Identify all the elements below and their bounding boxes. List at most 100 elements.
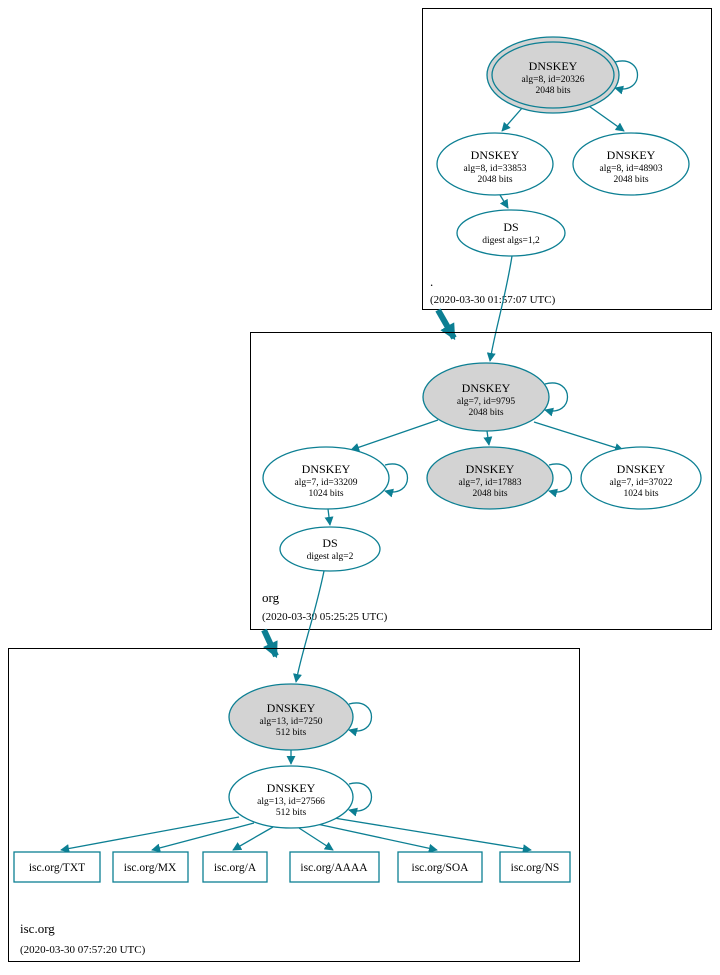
rrset-node-isc-txt: isc.org/TXT [13, 851, 101, 883]
dnskey-isc-zsk-title: DNSKEY [267, 781, 316, 795]
ds-org-detail: digest alg=2 [307, 552, 354, 562]
zone-root: DNSKEY alg=8, id=20326 2048 bits DNSKEY … [422, 8, 712, 310]
dnskey-root-ksk-detail: alg=8, id=20326 [522, 75, 585, 85]
dnskey-org-zsk2-ellipse [580, 446, 702, 510]
ds-node-org: DS digest alg=2 [279, 526, 381, 572]
edge-org-ksk-to-ksk2 [483, 430, 493, 446]
rrset-isc-mx-box [112, 851, 189, 883]
rrset-isc-a-label: isc.org/A [214, 862, 257, 874]
dnskey-node-org-zsk1: DNSKEY alg=7, id=33209 1024 bits [262, 446, 390, 510]
edge-root-ksk-to-zsk2 [585, 103, 625, 132]
dnskey-node-root-zsk1: DNSKEY alg=8, id=33853 2048 bits [436, 132, 554, 196]
edge-org-ds-to-isc-ksk [293, 570, 325, 683]
dnskey-org-ksk-detail: alg=7, id=9795 [457, 397, 515, 407]
dnskey-root-zsk2-bits: 2048 bits [613, 175, 648, 185]
dnskey-org-zsk1-bits: 1024 bits [308, 489, 343, 499]
dnskey-node-root-zsk2: DNSKEY alg=8, id=48903 2048 bits [572, 132, 690, 196]
dnskey-root-zsk1-ellipse [436, 132, 554, 196]
rrset-isc-soa-label: isc.org/SOA [412, 862, 470, 874]
zone-root-box [422, 8, 712, 310]
edge-org-ksk2-selfloop [548, 463, 572, 498]
zone-org: DNSKEY alg=7, id=9795 2048 bits DNSKEY a… [250, 332, 712, 630]
zone-isc-box [8, 648, 580, 962]
dnskey-root-zsk1-title: DNSKEY [471, 148, 520, 162]
rrset-isc-ns-box [499, 851, 571, 883]
edge-root-ksk-to-zsk1 [501, 106, 524, 132]
dnskey-org-zsk2-title: DNSKEY [617, 462, 666, 476]
edge-org-zsk1-to-ds [324, 508, 334, 526]
dnskey-isc-ksk-title: DNSKEY [267, 701, 316, 715]
dnskey-org-ksk-ellipse [422, 362, 550, 432]
dnskey-isc-zsk-detail: alg=13, id=27566 [257, 797, 325, 807]
edge-delegation-root-to-org [435, 308, 457, 341]
dnskey-node-isc-zsk: DNSKEY alg=13, id=27566 512 bits [228, 765, 354, 829]
dnskey-isc-ksk-detail: alg=13, id=7250 [260, 717, 323, 727]
rrset-node-isc-mx: isc.org/MX [112, 851, 189, 883]
dnskey-root-zsk1-bits: 2048 bits [477, 175, 512, 185]
rrset-isc-mx-label: isc.org/MX [124, 862, 177, 874]
zone-org-timestamp: (2020-03-30 05:25:25 UTC) [262, 611, 388, 623]
rrset-isc-a-box [202, 851, 268, 883]
zone-org-label: org [262, 590, 280, 605]
dnskey-org-zsk1-ellipse [262, 446, 390, 510]
dnskey-org-zsk1-title: DNSKEY [302, 462, 351, 476]
edge-isc-zsk-to-mx [151, 822, 255, 853]
edge-isc-ksk-selfloop [348, 702, 372, 737]
ds-node-root: DS digest algs=1,2 [456, 209, 566, 257]
rrset-isc-ns-label: isc.org/NS [511, 862, 560, 874]
dnskey-isc-zsk-ellipse [228, 765, 354, 829]
rrset-isc-soa-box [397, 851, 483, 883]
dnskey-org-zsk2-bits: 1024 bits [623, 489, 658, 499]
edge-org-ksk-selfloop [544, 382, 568, 417]
edge-delegation-org-to-isc [261, 628, 279, 659]
dnskey-org-zsk1-detail: alg=7, id=33209 [295, 478, 358, 488]
dnskey-node-isc-ksk: DNSKEY alg=13, id=7250 512 bits [228, 683, 354, 751]
zone-org-box [250, 332, 712, 630]
dnskey-root-ksk-title: DNSKEY [529, 59, 578, 73]
zone-isc-label: isc.org [20, 921, 55, 936]
ds-root-title: DS [503, 220, 518, 234]
edge-org-zsk1-selfloop [384, 463, 408, 498]
dnskey-org-ksk-title: DNSKEY [462, 381, 511, 395]
zone-isc-timestamp: (2020-03-30 07:57:20 UTC) [20, 944, 146, 956]
dnskey-org-ksk2-detail: alg=7, id=17883 [459, 478, 522, 488]
dnskey-isc-ksk-ellipse [228, 683, 354, 751]
dnskey-org-ksk2-ellipse [426, 446, 554, 510]
dnskey-root-zsk2-detail: alg=8, id=48903 [600, 164, 663, 174]
rrset-node-isc-ns: isc.org/NS [499, 851, 571, 883]
dnskey-isc-zsk-bits: 512 bits [276, 808, 307, 818]
rrset-node-isc-aaaa: isc.org/AAAA [289, 851, 380, 883]
edge-org-ksk-to-zsk2 [533, 421, 624, 452]
zone-isc: DNSKEY alg=13, id=7250 512 bits DNSKEY a… [8, 648, 580, 962]
edge-isc-zsk-selfloop [348, 782, 372, 817]
dnskey-root-ksk-inner-ellipse [491, 41, 615, 109]
dnskey-node-org-ksk2: DNSKEY alg=7, id=17883 2048 bits [426, 446, 554, 510]
dnskey-org-ksk-bits: 2048 bits [468, 408, 503, 418]
ds-root-ellipse [456, 209, 566, 257]
rrset-isc-aaaa-label: isc.org/AAAA [300, 862, 368, 874]
rrset-node-isc-soa: isc.org/SOA [397, 851, 483, 883]
dnskey-org-ksk2-bits: 2048 bits [472, 489, 507, 499]
dnskey-node-root-ksk: DNSKEY alg=8, id=20326 2048 bits [486, 36, 620, 114]
zone-root-timestamp: (2020-03-30 01:57:07 UTC) [430, 294, 556, 306]
dnskey-isc-ksk-bits: 512 bits [276, 728, 307, 738]
edge-isc-zsk-to-txt [60, 816, 240, 853]
edge-org-ksk-to-zsk1 [350, 419, 439, 452]
ds-org-title: DS [322, 536, 337, 550]
dnskey-root-zsk1-detail: alg=8, id=33853 [464, 164, 527, 174]
edge-root-zsk1-to-ds [499, 194, 509, 209]
edge-isc-zsk-to-ns [333, 817, 532, 854]
dnskey-org-zsk2-detail: alg=7, id=37022 [610, 478, 673, 488]
rrset-isc-aaaa-box [289, 851, 380, 883]
dnskey-node-org-zsk2: DNSKEY alg=7, id=37022 1024 bits [580, 446, 702, 510]
rrset-node-isc-a: isc.org/A [202, 851, 268, 883]
dnskey-root-zsk2-title: DNSKEY [607, 148, 656, 162]
dnskey-node-org-ksk: DNSKEY alg=7, id=9795 2048 bits [422, 362, 550, 432]
edge-root-ds-to-org-ksk [486, 255, 513, 362]
rrset-isc-txt-box [13, 851, 101, 883]
zone-root-label: . [430, 274, 433, 289]
edge-isc-zsk-to-soa [316, 823, 438, 853]
dnskey-org-ksk2-title: DNSKEY [466, 462, 515, 476]
